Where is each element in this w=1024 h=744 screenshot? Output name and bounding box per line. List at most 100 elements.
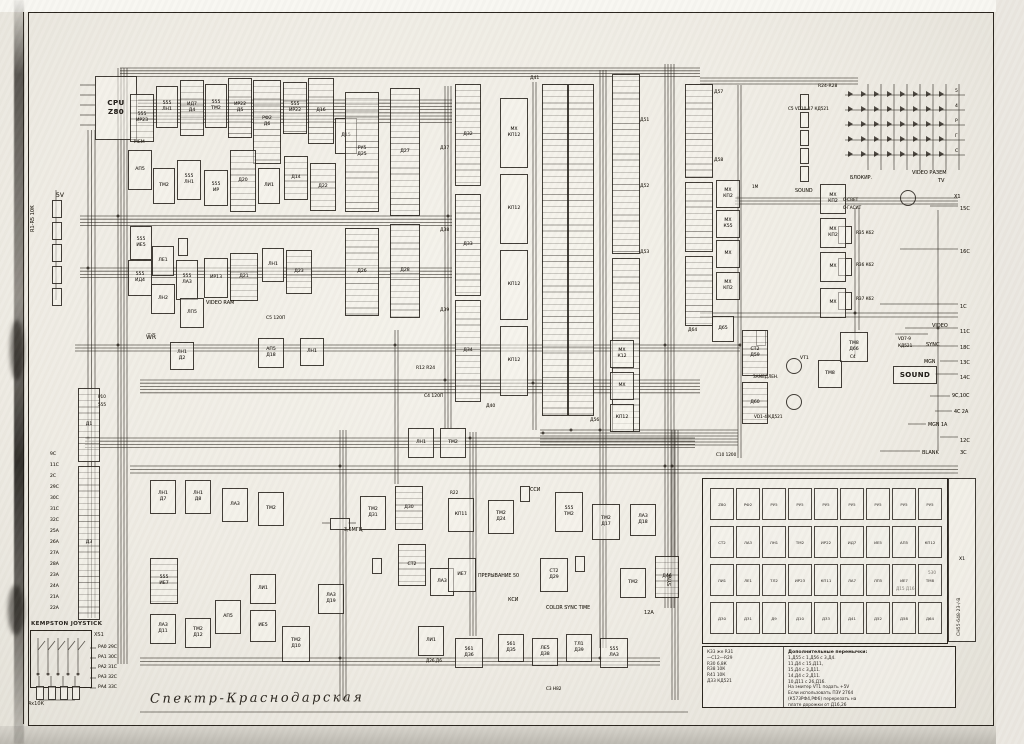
diode-row-label: 5 xyxy=(955,89,958,94)
ic-box: 555 ЛА3 xyxy=(176,260,198,300)
ic-box: ЛИ1 xyxy=(258,168,280,204)
legend-chip: ЛА7 xyxy=(840,564,864,596)
ic-box: 555 ТМ2 xyxy=(555,492,583,532)
diode-icon xyxy=(871,146,884,161)
ic-box: ТМ2 xyxy=(620,568,646,598)
legend-chip: РУ5 xyxy=(840,488,864,520)
ic-box xyxy=(52,288,62,306)
ic-box: КП12 xyxy=(500,250,528,320)
joystick-pin-label: РА2 31С xyxy=(98,665,117,670)
ic-box: Д20 xyxy=(230,150,256,212)
ic-box: Д22 xyxy=(310,163,336,211)
text-label: R12 R24 xyxy=(416,366,436,371)
text-label: R35 К62 xyxy=(856,230,874,235)
junction-dot xyxy=(76,672,80,676)
note-line: 10,Д11 с 26,Д16. xyxy=(788,679,826,685)
ic-box: ИР13 xyxy=(204,258,228,298)
text-label: КСИ xyxy=(508,598,519,603)
kempston-resistor-label: 4х10К xyxy=(28,701,45,707)
ic-box: 555 ИР23 xyxy=(130,94,154,142)
diode-row-label: 4 xyxy=(955,104,958,109)
ic-box: Д1 xyxy=(78,388,100,462)
junction-dot xyxy=(116,343,120,347)
kempston-connector-label: ХS1 xyxy=(94,632,104,638)
diode-icon xyxy=(845,101,858,116)
text-label: X1 xyxy=(954,194,961,200)
junction-dot xyxy=(663,343,667,347)
ic-box: Д28 xyxy=(390,224,420,318)
ic-box: 555 ИЕ5 xyxy=(130,226,152,260)
kempston-joystick-label: KEMPSTON JOYSTICK xyxy=(31,621,103,627)
joystick-pin-label: РА3 32С xyxy=(98,675,117,680)
ic-box: ЛА3 Д18 xyxy=(630,504,656,536)
edge-pin-label: 26А xyxy=(50,540,59,545)
junction-dot xyxy=(86,266,90,270)
ic-box: ЛН1 Д8 xyxy=(185,480,211,514)
note-line: —С12—R29 xyxy=(707,655,733,661)
text-label: W̅R̅ xyxy=(146,334,157,341)
board-code-label: СН55-648-23-/-В xyxy=(957,597,962,636)
ic-box: ТМ2 xyxy=(440,428,466,458)
legend-chip: РУ5 xyxy=(866,488,890,520)
junction-dot xyxy=(468,436,472,440)
legend-chip: РФ2 xyxy=(736,488,760,520)
text-label: R36 К62 xyxy=(856,262,874,267)
ic-box xyxy=(36,686,44,700)
scan-margin-right xyxy=(996,0,1024,744)
ic-box: СТ2 xyxy=(398,544,426,586)
junction-dot xyxy=(663,464,667,468)
ic-box xyxy=(72,686,80,700)
junction-dot xyxy=(853,311,857,315)
text-label: COLOR SYNC TIME xyxy=(546,606,591,611)
diode-icon xyxy=(936,131,949,146)
diode-icon xyxy=(871,101,884,116)
ic-box: Д14 xyxy=(284,156,308,200)
notes-right-column: Дополнительные перемычки: 1,Д55 с 1,Д56 … xyxy=(784,647,871,708)
note-line: R38 10К xyxy=(707,667,726,673)
text-label: С10 1200 xyxy=(716,452,737,457)
legend-chip: Д64 xyxy=(918,602,942,634)
text-label: ЗАМЕДЛЕН. xyxy=(753,374,779,379)
diode-icon xyxy=(858,86,871,101)
text-label: С5 120П xyxy=(266,316,286,321)
diode-icon xyxy=(884,101,897,116)
ic-box: 561 Д35 xyxy=(498,634,524,662)
junction-dot xyxy=(393,343,397,347)
legend-chip: ИЕ5 xyxy=(866,526,890,558)
text-label: 14С xyxy=(960,375,970,381)
diode-icon xyxy=(845,146,858,161)
ic-box: РУ5 Д25 xyxy=(345,92,379,212)
junction-dot xyxy=(36,672,40,676)
ic-box: ЛИ1 xyxy=(418,626,444,656)
wire xyxy=(67,640,76,651)
legend-chip: ТМ8 xyxy=(918,564,942,596)
ic-box: ТМ8 Д66 xyxy=(840,332,868,362)
diode-row-label: Р xyxy=(955,119,958,124)
ic-box: Д16 xyxy=(308,78,334,144)
ic-box xyxy=(900,190,916,206)
text-label: Р10 xyxy=(98,394,106,399)
ic-box: Д21 xyxy=(230,253,258,301)
text-label: VD7-9 xyxy=(898,336,911,341)
note-line: R30 6,8К xyxy=(707,661,727,667)
ic-box: ЛИ1 xyxy=(250,574,276,604)
text-label: 555 xyxy=(98,402,106,407)
ic-box: ТМ2 Д10 xyxy=(282,626,310,662)
text-label: 12С xyxy=(960,438,970,444)
text-label: Д51 xyxy=(640,118,650,123)
junction-dot xyxy=(738,343,742,347)
text-label: VIDEO xyxy=(932,323,948,329)
ic-box: Д46 xyxy=(655,556,679,598)
ic-box xyxy=(800,94,809,110)
text-label: 9С,10С xyxy=(952,394,970,399)
text-label: Д58 xyxy=(714,158,724,163)
ic-box: Д33 xyxy=(455,194,481,296)
schematic-title: Спектр-Краснодарская xyxy=(149,690,365,707)
ic-box: МХ КП2 xyxy=(820,218,846,248)
diode-row-label: Г xyxy=(955,134,958,139)
ic-box xyxy=(48,686,56,700)
note-line: 14,Д4 с 2,Д11. xyxy=(788,673,821,679)
diode-icon xyxy=(897,131,910,146)
text-label: VD1-4 КД521 xyxy=(754,414,783,419)
text-label: ССИ xyxy=(530,488,541,493)
